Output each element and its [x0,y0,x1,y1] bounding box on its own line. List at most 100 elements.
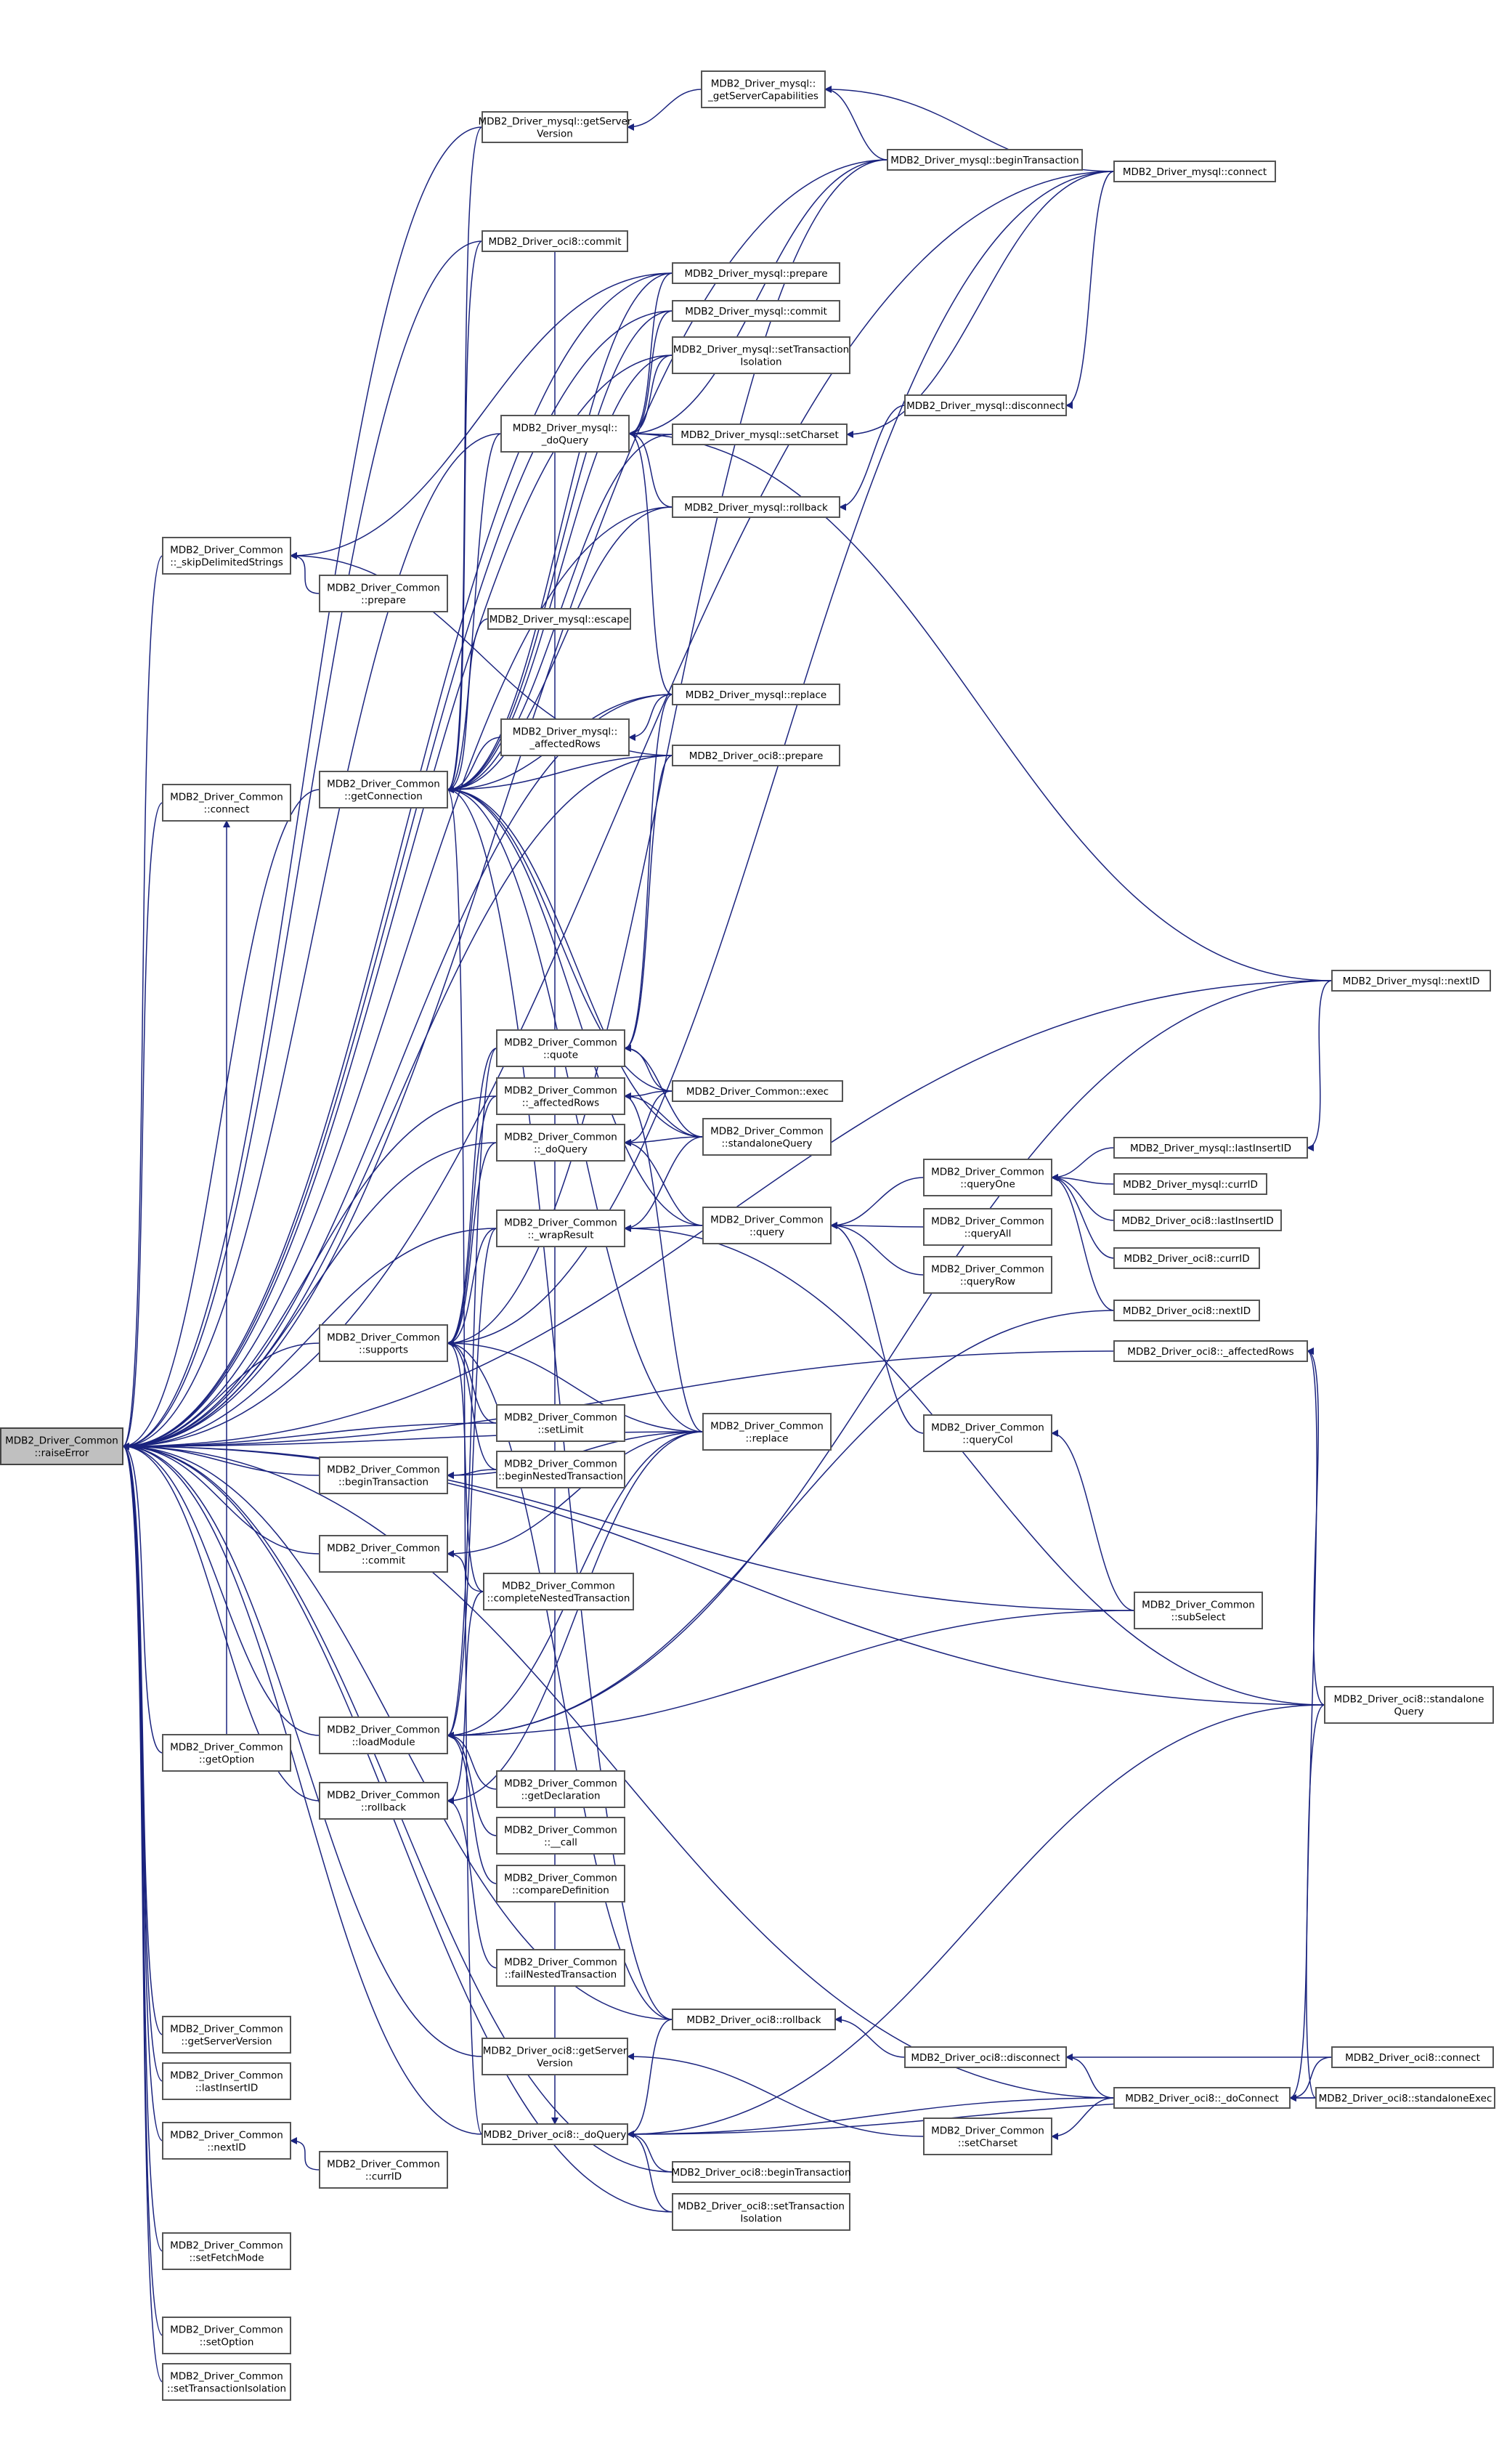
node-label: ::setFetchMode [189,2253,264,2264]
graph-node-m-settransactionisolation[interactable]: MDB2_Driver_mysql::setTransactionIsolati… [672,336,850,374]
graph-node-c-settransactionisolation[interactable]: MDB2_Driver_Common::setTransactionIsolat… [162,2363,291,2401]
graph-node-o-begintransaction[interactable]: MDB2_Driver_oci8::beginTransaction [671,2161,851,2183]
graph-node-c-setoption[interactable]: MDB2_Driver_Common::setOption [162,2317,291,2354]
node-label: ::setOption [200,2337,254,2348]
graph-node-o-settransactionisolation[interactable]: MDB2_Driver_oci8::setTransactionIsolatio… [672,2193,850,2231]
graph-node-c-lastinsertid[interactable]: MDB2_Driver_Common::lastInsertID [162,2062,291,2100]
node-label: MDB2_Driver_Common [327,1332,440,1344]
graph-node-m-lastinsertid[interactable]: MDB2_Driver_mysql::lastInsertID [1113,1137,1308,1159]
graph-node-raiseerror[interactable]: MDB2_Driver_Common::raiseError [0,1427,123,1465]
graph-node-m-prepare[interactable]: MDB2_Driver_mysql::prepare [672,262,840,284]
graph-node-o-lastinsertid[interactable]: MDB2_Driver_oci8::lastInsertID [1113,1209,1282,1231]
node-label: MDB2_Driver_mysql::setCharset [681,429,839,441]
graph-node-o-commit[interactable]: MDB2_Driver_oci8::commit [482,230,628,252]
graph-node-o-standaloneexec[interactable]: MDB2_Driver_oci8::standaloneExec [1315,2087,1495,2109]
graph-node-c-getconnection[interactable]: MDB2_Driver_Common::getConnection [319,771,448,808]
graph-node-c-supports[interactable]: MDB2_Driver_Common::supports [319,1324,448,1362]
graph-node-c-connect[interactable]: MDB2_Driver_Common::connect [162,784,291,822]
node-label: ::connect [204,804,250,816]
graph-node-c-quote[interactable]: MDB2_Driver_Common::quote [496,1029,625,1067]
graph-node-m-disconnect[interactable]: MDB2_Driver_mysql::disconnect [904,394,1067,416]
node-label: ::getOption [199,1754,254,1766]
node-box [500,718,630,756]
call-edge [624,1136,704,1232]
node-label: MDB2_Driver_mysql:: [513,423,618,434]
node-label: MDB2_Driver_Common [504,1825,617,1836]
graph-node-c-prepare[interactable]: MDB2_Driver_Common::prepare [319,575,448,612]
graph-node-m-replace[interactable]: MDB2_Driver_mysql::replace [672,684,840,705]
graph-node-c-standalonequery[interactable]: MDB2_Driver_Common::standaloneQuery [702,1118,832,1156]
graph-node-c-replace[interactable]: MDB2_Driver_Common::replace [702,1413,832,1451]
node-box [496,1817,625,1855]
graph-node-c-begintransaction[interactable]: MDB2_Driver_Common::beginTransaction [319,1456,448,1494]
graph-node-c-querycol[interactable]: MDB2_Driver_Common::queryCol [923,1414,1052,1452]
graph-node-m-begintransaction[interactable]: MDB2_Driver_mysql::beginTransaction [887,149,1083,171]
graph-node-c-beginnestedtransaction[interactable]: MDB2_Driver_Common::beginNestedTransacti… [496,1451,625,1488]
call-edge [824,86,888,161]
node-label: ::queryCol [962,1435,1013,1446]
graph-node-c-commit[interactable]: MDB2_Driver_Common::commit [319,1535,448,1573]
node-box [923,1256,1052,1294]
graph-node-c-loadmodule[interactable]: MDB2_Driver_Common::loadModule [319,1717,448,1754]
graph-node-c-setlimit[interactable]: MDB2_Driver_Common::setLimit [496,1404,625,1442]
graph-node-m-getservercapabilities[interactable]: MDB2_Driver_mysql::_getServerCapabilitie… [701,70,826,108]
node-box [162,537,291,575]
graph-node-c-queryall[interactable]: MDB2_Driver_Common::queryAll [923,1208,1052,1246]
graph-node-c-setfetchmode[interactable]: MDB2_Driver_Common::setFetchMode [162,2232,291,2270]
graph-node-o-connect[interactable]: MDB2_Driver_oci8::connect [1331,2046,1494,2068]
graph-node-c-completenestedtransaction[interactable]: MDB2_Driver_Common::completeNestedTransa… [483,1573,634,1610]
graph-node-c-setcharset[interactable]: MDB2_Driver_Common::setCharset [923,2118,1052,2155]
graph-node-o-prepare[interactable]: MDB2_Driver_oci8::prepare [672,745,840,766]
graph-node-o-disconnect[interactable]: MDB2_Driver_oci8::disconnect [904,2046,1067,2068]
node-label: MDB2_Driver_Common::exec [686,1086,829,1098]
graph-node-m-affectedrows[interactable]: MDB2_Driver_mysql::_affectedRows [500,718,630,756]
graph-node-c-rollback[interactable]: MDB2_Driver_Common::rollback [319,1782,448,1820]
graph-node-m-currid[interactable]: MDB2_Driver_mysql::currID [1113,1173,1267,1195]
node-label: ::beginNestedTransaction [498,1471,623,1483]
graph-node-c-getoption[interactable]: MDB2_Driver_Common::getOption [162,1734,291,1772]
graph-node-o-doquery[interactable]: MDB2_Driver_oci8::_doQuery [482,2123,628,2145]
graph-node-c-exec[interactable]: MDB2_Driver_Common::exec [672,1080,843,1102]
graph-node-c-queryone[interactable]: MDB2_Driver_Common::queryOne [923,1159,1052,1196]
call-edge [624,755,673,1052]
graph-node-m-doquery[interactable]: MDB2_Driver_mysql::_doQuery [500,415,630,453]
node-label: MDB2_Driver_oci8::getServer [483,2046,627,2057]
call-edge [122,240,483,1450]
call-edge [1051,2097,1115,2140]
graph-node-o-doconnect[interactable]: MDB2_Driver_oci8::_doConnect [1113,2087,1291,2109]
graph-node-o-standalonequery[interactable]: MDB2_Driver_oci8::standaloneQuery [1324,1686,1494,1724]
call-edge [628,159,888,437]
graph-node-c-getdeclaration[interactable]: MDB2_Driver_Common::getDeclaration [496,1770,625,1808]
graph-node-o-currid[interactable]: MDB2_Driver_oci8::currID [1113,1247,1260,1269]
graph-node-o-rollback[interactable]: MDB2_Driver_oci8::rollback [672,2009,836,2030]
graph-node-m-rollback[interactable]: MDB2_Driver_mysql::rollback [672,496,840,518]
graph-node-c-skipdelimitedstrings[interactable]: MDB2_Driver_Common::_skipDelimitedString… [162,537,291,575]
graph-node-o-nextid[interactable]: MDB2_Driver_oci8::nextID [1113,1300,1260,1321]
graph-node-c-comparedefinition[interactable]: MDB2_Driver_Common::compareDefinition [496,1865,625,1902]
node-label: MDB2_Driver_mysql::beginTransaction [890,155,1079,166]
graph-node-c-subselect[interactable]: MDB2_Driver_Common::subSelect [1134,1592,1263,1629]
graph-node-o-affectedrows[interactable]: MDB2_Driver_oci8::_affectedRows [1113,1340,1308,1362]
graph-node-c-wrapresult[interactable]: MDB2_Driver_Common::_wrapResult [496,1209,625,1247]
call-edge [627,2131,673,2173]
graph-node-c-queryrow[interactable]: MDB2_Driver_Common::queryRow [923,1256,1052,1294]
node-box [1113,1247,1260,1269]
graph-node-m-setcharset[interactable]: MDB2_Driver_mysql::setCharset [672,423,848,445]
call-edge [1289,1704,1325,2102]
graph-node-c-getserverversion[interactable]: MDB2_Driver_Common::getServerVersion [162,2016,291,2054]
graph-node-c-currid[interactable]: MDB2_Driver_Common::currID [319,2151,448,2189]
graph-node-m-escape[interactable]: MDB2_Driver_mysql::escape [487,608,631,630]
graph-node-c-affectedrows[interactable]: MDB2_Driver_Common::_affectedRows [496,1077,625,1115]
graph-node-m-connect[interactable]: MDB2_Driver_mysql::connect [1113,161,1276,182]
graph-node-c-doquery[interactable]: MDB2_Driver_Common::_doQuery [496,1124,625,1162]
graph-node-m-nextid[interactable]: MDB2_Driver_mysql::nextID [1331,970,1491,992]
graph-node-m-commit[interactable]: MDB2_Driver_mysql::commit [672,300,840,322]
graph-node-c-query[interactable]: MDB2_Driver_Common::query [702,1207,832,1244]
call-edge [290,272,673,559]
graph-node-m-getserverversion[interactable]: MDB2_Driver_mysql::getServerVersion [479,111,632,143]
graph-node-c-failnestedtransaction[interactable]: MDB2_Driver_Common::failNestedTransactio… [496,1949,625,1987]
graph-node-c-nextid[interactable]: MDB2_Driver_Common::nextID [162,2122,291,2160]
graph-node-c-call[interactable]: MDB2_Driver_Common::__call [496,1817,625,1855]
graph-node-o-getserverversion[interactable]: MDB2_Driver_oci8::getServerVersion [482,2038,628,2075]
